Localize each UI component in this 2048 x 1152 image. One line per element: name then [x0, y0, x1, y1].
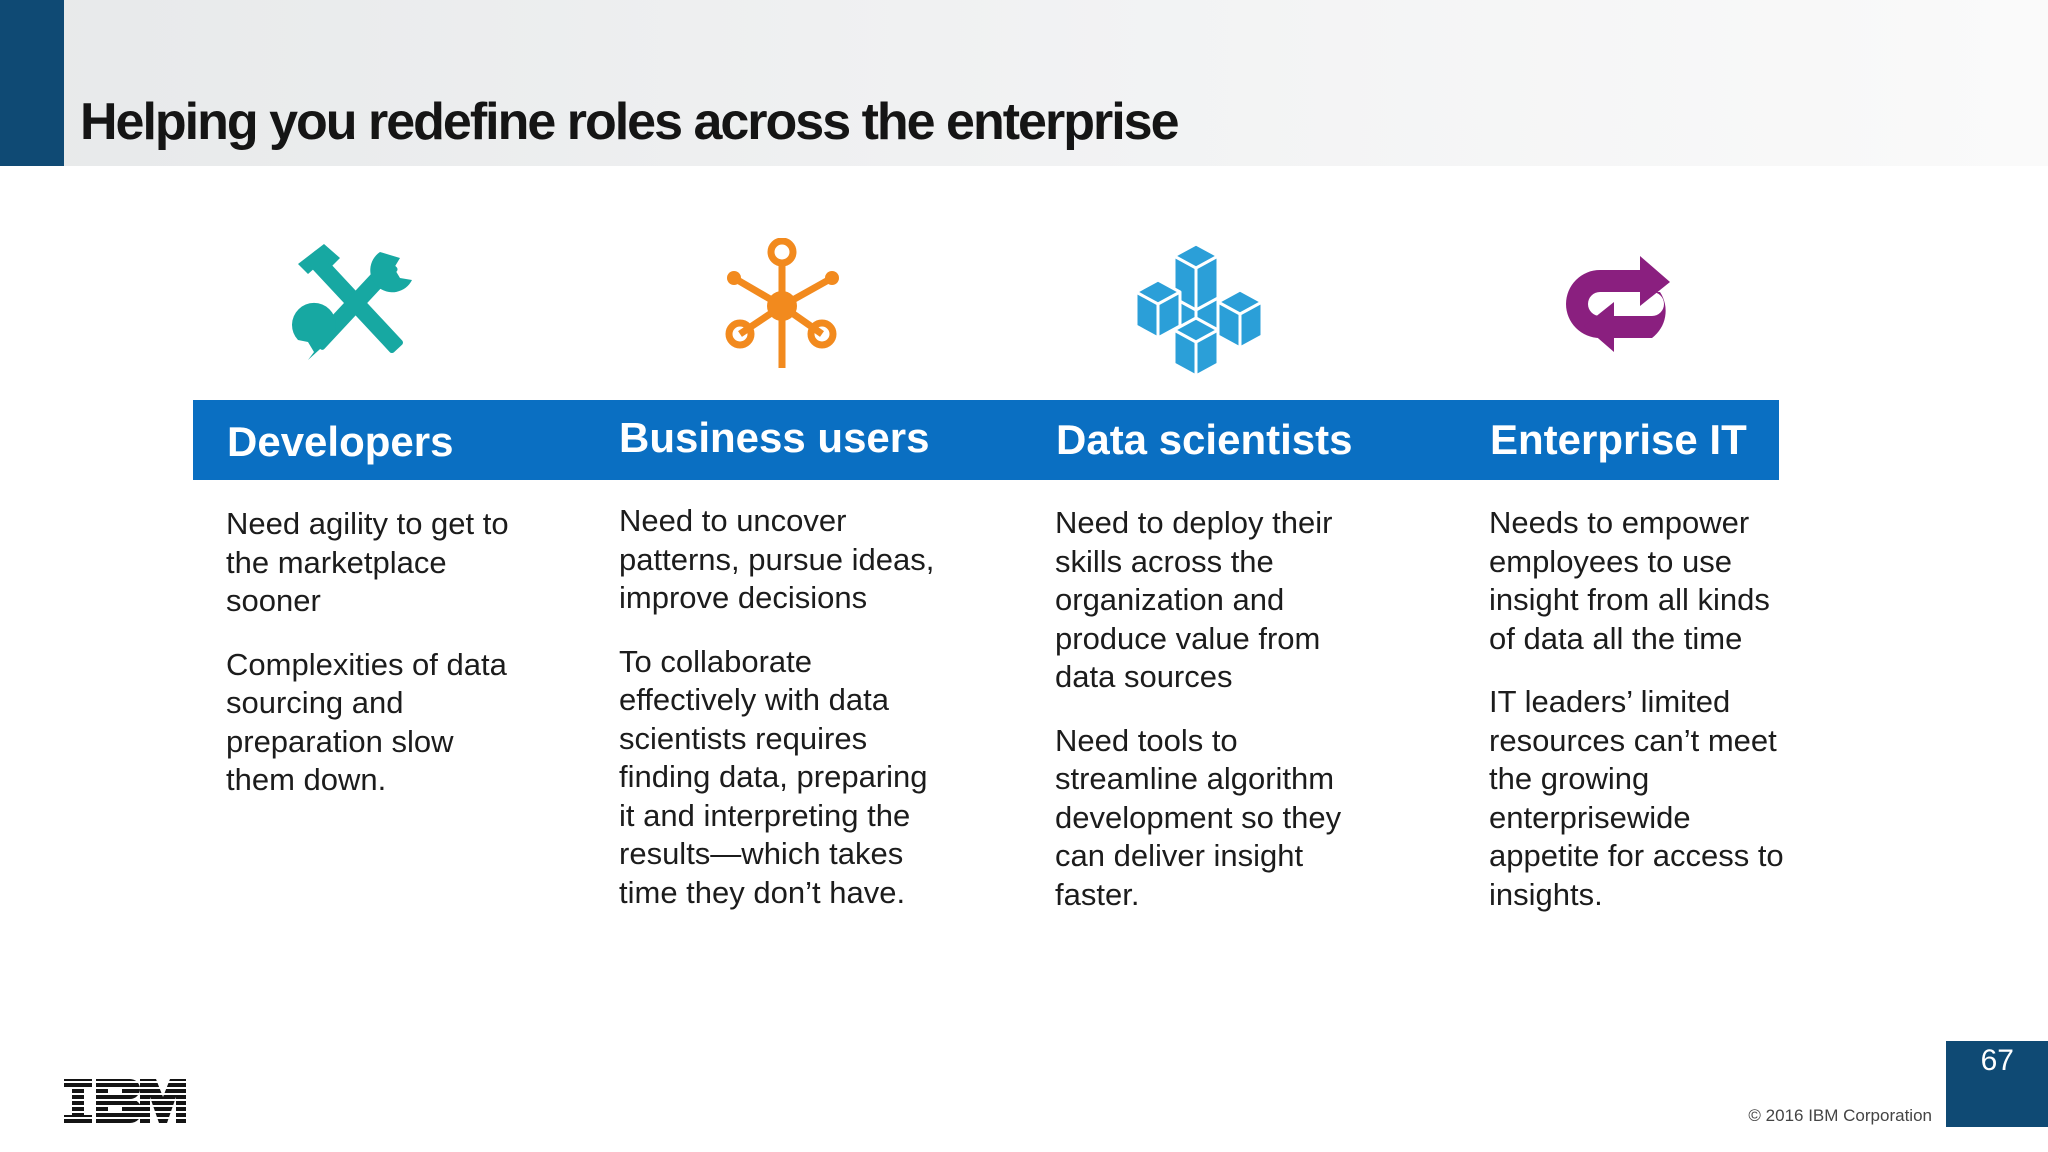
role-header-bar: [193, 400, 1779, 480]
cycle-arrows-icon: [1566, 256, 1670, 352]
page-number-box: [1946, 1041, 2048, 1127]
enterprise-it-column: Needs to empower employees to use insigh…: [1489, 504, 1799, 914]
enterprise-it-need: Needs to empower employees to use insigh…: [1489, 505, 1770, 656]
developers-need: Need agility to get to the marketplace s…: [226, 506, 509, 618]
business-users-column: Need to uncover patterns, pursue ideas, …: [619, 502, 949, 912]
network-node-icon: [725, 238, 839, 368]
cubes-icon: [1134, 242, 1264, 378]
business-users-need: Need to uncover patterns, pursue ideas, …: [619, 503, 935, 615]
developers-heading: Developers: [227, 418, 454, 465]
business-users-heading: Business users: [619, 414, 930, 461]
ibm-logo: [64, 1079, 186, 1123]
developers-column: Need agility to get to the marketplace s…: [226, 505, 526, 800]
page-number: 67: [1980, 1044, 2014, 1077]
copyright-notice: © 2016 IBM Corporation: [1748, 1106, 1932, 1125]
slide-title: Helping you redefine roles across the en…: [80, 93, 1179, 151]
business-users-challenge: To collaborate effectively with data sci…: [619, 643, 928, 910]
data-scientists-challenge: Need tools to streamline algorithm devel…: [1055, 722, 1342, 912]
developers-challenge: Complexities of data sourcing and prepar…: [226, 646, 507, 798]
data-scientists-heading: Data scientists: [1056, 416, 1353, 463]
data-scientists-column: Need to deploy their skills across the o…: [1055, 504, 1385, 914]
header-band: [0, 0, 2048, 166]
enterprise-it-challenge: IT leaders’ limited resources can’t meet…: [1489, 684, 1784, 912]
enterprise-it-heading: Enterprise IT: [1490, 416, 1747, 463]
tools-icon: [292, 244, 412, 360]
data-scientists-need: Need to deploy their skills across the o…: [1055, 505, 1333, 694]
header-accent-bar: [0, 0, 64, 166]
